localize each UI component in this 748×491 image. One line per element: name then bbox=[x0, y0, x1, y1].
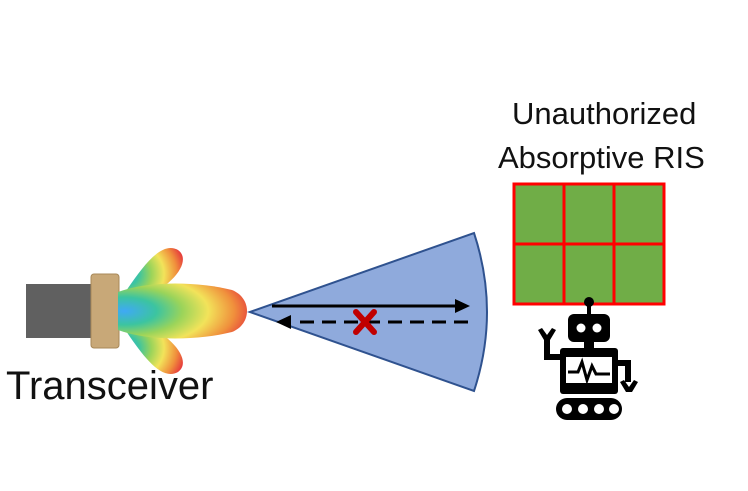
main-lobe bbox=[118, 283, 247, 339]
radiation-pattern-icon bbox=[118, 248, 247, 374]
forward-signal-arrow bbox=[272, 299, 470, 313]
robot-icon bbox=[538, 297, 638, 420]
ris-title-line2: Absorptive RIS bbox=[498, 140, 705, 175]
blocked-x-icon bbox=[353, 309, 377, 335]
reflected-signal-arrow bbox=[276, 315, 468, 329]
transceiver-label: Transceiver bbox=[6, 364, 214, 408]
antenna-flange bbox=[90, 273, 120, 349]
transceiver-antenna-icon bbox=[26, 273, 120, 349]
beam-cone-icon bbox=[246, 231, 488, 393]
antenna-handle bbox=[26, 284, 96, 338]
ris-panel bbox=[512, 182, 666, 306]
side-lobe-top bbox=[120, 248, 183, 300]
side-lobe-bottom bbox=[120, 322, 183, 374]
ris-title-line1: Unauthorized bbox=[512, 96, 697, 131]
